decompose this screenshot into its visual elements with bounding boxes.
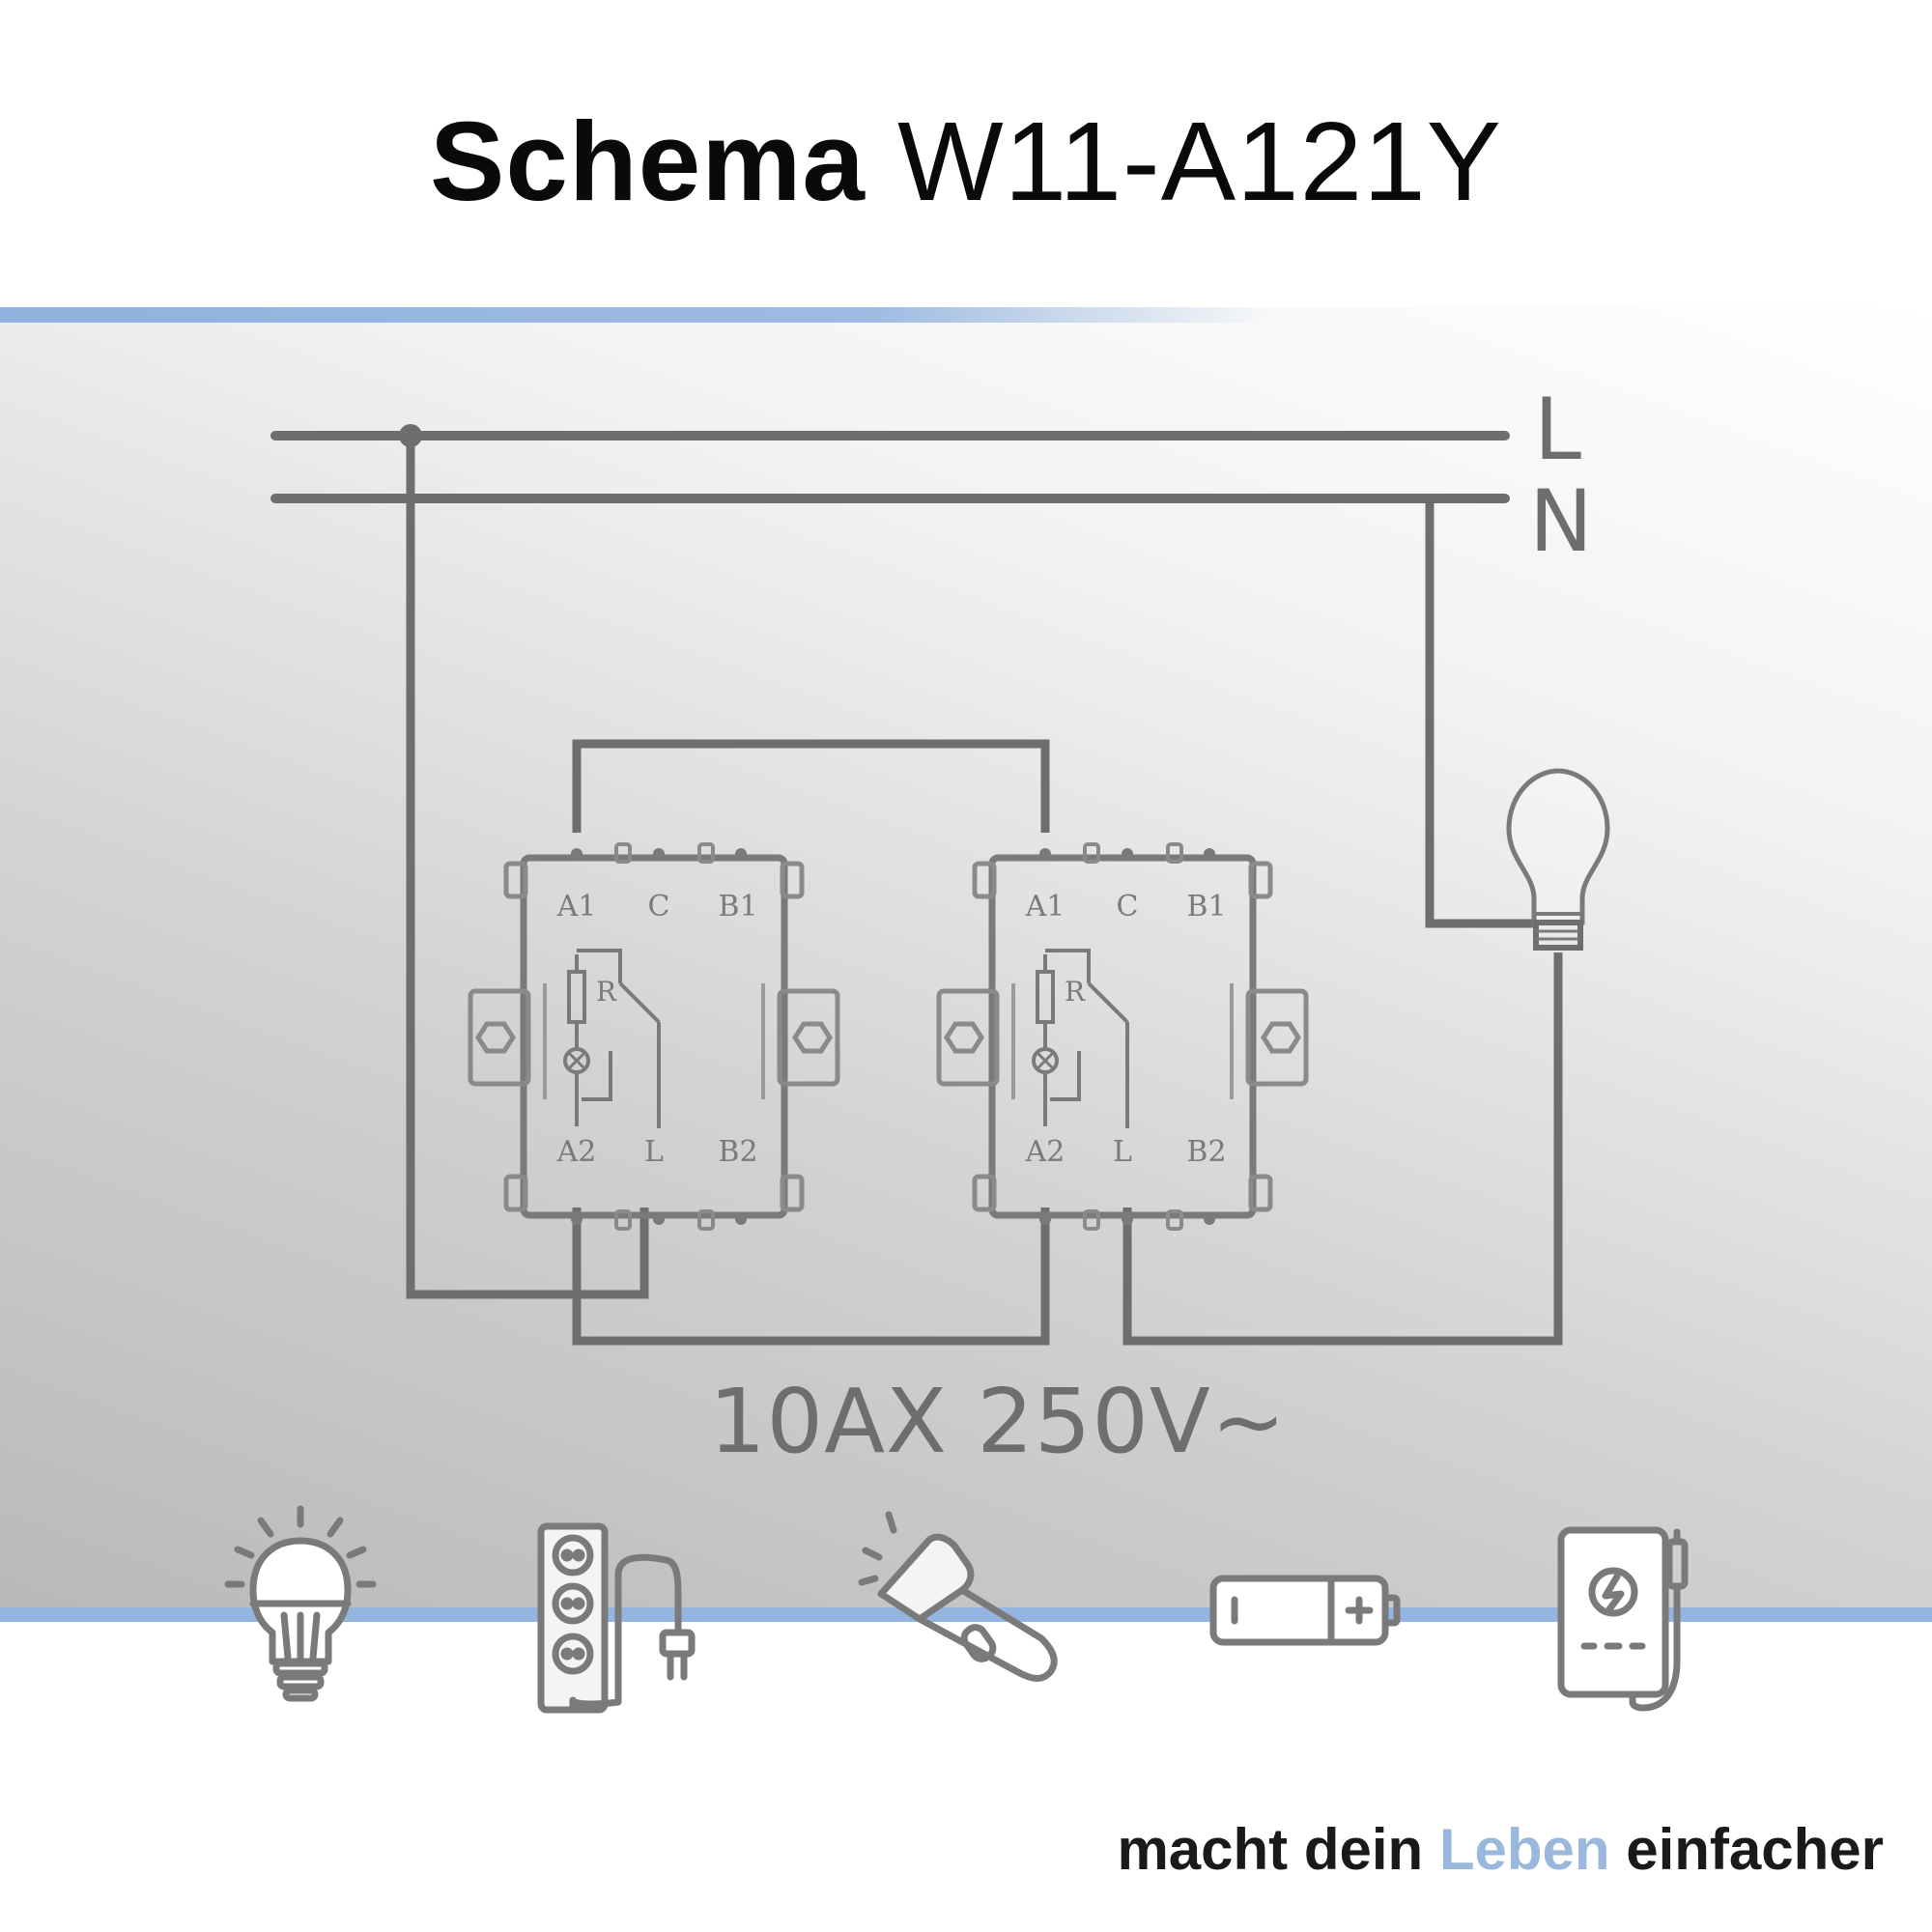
label-b1: B1 xyxy=(1186,890,1226,923)
label-a2: A2 xyxy=(1025,1135,1065,1169)
top-accent-line xyxy=(0,307,1932,323)
label-b1: B1 xyxy=(718,890,757,923)
page-title: Schema W11-A121Y xyxy=(0,97,1932,226)
slogan-highlight: Leben xyxy=(1438,1817,1610,1882)
label-l: L xyxy=(644,1135,664,1169)
neutral-label: N xyxy=(1529,471,1593,571)
power-bank-icon xyxy=(1557,1526,1689,1712)
a2-traveller-wire xyxy=(572,1208,1050,1346)
label-l: L xyxy=(1113,1135,1132,1169)
label-c: C xyxy=(1117,890,1139,923)
label-a1: A1 xyxy=(1025,890,1065,923)
slogan-pre: macht dein xyxy=(1117,1817,1439,1882)
a1-traveller-wire xyxy=(572,739,1050,833)
live-to-switch-wire xyxy=(406,436,649,1299)
label-r: R xyxy=(1065,976,1086,1008)
voltage-rating: 10AX 250V~ xyxy=(709,1370,1287,1473)
label-a1: A1 xyxy=(556,890,597,923)
flashlight-icon xyxy=(858,1511,1058,1682)
power-strip-icon xyxy=(537,1522,696,1714)
light-bulb-icon xyxy=(224,1505,377,1702)
slogan: macht dein Leben einfacher xyxy=(1117,1816,1884,1883)
live-label: L xyxy=(1534,380,1581,479)
label-b2: B2 xyxy=(718,1135,757,1169)
label-r: R xyxy=(596,976,617,1008)
label-c: C xyxy=(648,890,670,923)
battery-icon xyxy=(1209,1575,1401,1646)
switch-left: A1 C B1 R A2 L B2 xyxy=(470,844,838,1229)
bottom-accent-line xyxy=(0,1607,1932,1622)
title-model: W11-A121Y xyxy=(897,99,1502,224)
lamp-icon xyxy=(1506,768,1610,951)
switch-right: A1 C B1 R A2 L B2 xyxy=(939,844,1306,1229)
lamp-switched-wire xyxy=(1122,952,1563,1346)
diagram-background xyxy=(0,307,1932,1621)
label-a2: A2 xyxy=(556,1135,597,1169)
label-b2: B2 xyxy=(1186,1135,1226,1169)
neutral-to-lamp-wire xyxy=(1425,498,1534,928)
slogan-post: einfacher xyxy=(1609,1817,1884,1882)
title-bold: Schema xyxy=(430,99,866,224)
